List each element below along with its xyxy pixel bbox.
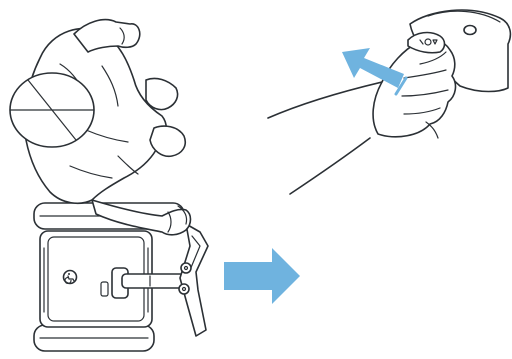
user-hand	[373, 39, 455, 138]
forearm-top-line	[268, 82, 382, 118]
next-step-arrow	[224, 248, 300, 304]
hand-closeup	[268, 10, 510, 194]
user-head	[10, 73, 94, 147]
forearm-bottom-line	[290, 138, 370, 194]
push-direction-arrow	[342, 48, 406, 94]
swing-away-arm	[179, 224, 208, 336]
wheelchair-top-view	[10, 20, 208, 351]
lower-wheel-bar	[34, 325, 154, 351]
release-lever	[408, 33, 445, 53]
